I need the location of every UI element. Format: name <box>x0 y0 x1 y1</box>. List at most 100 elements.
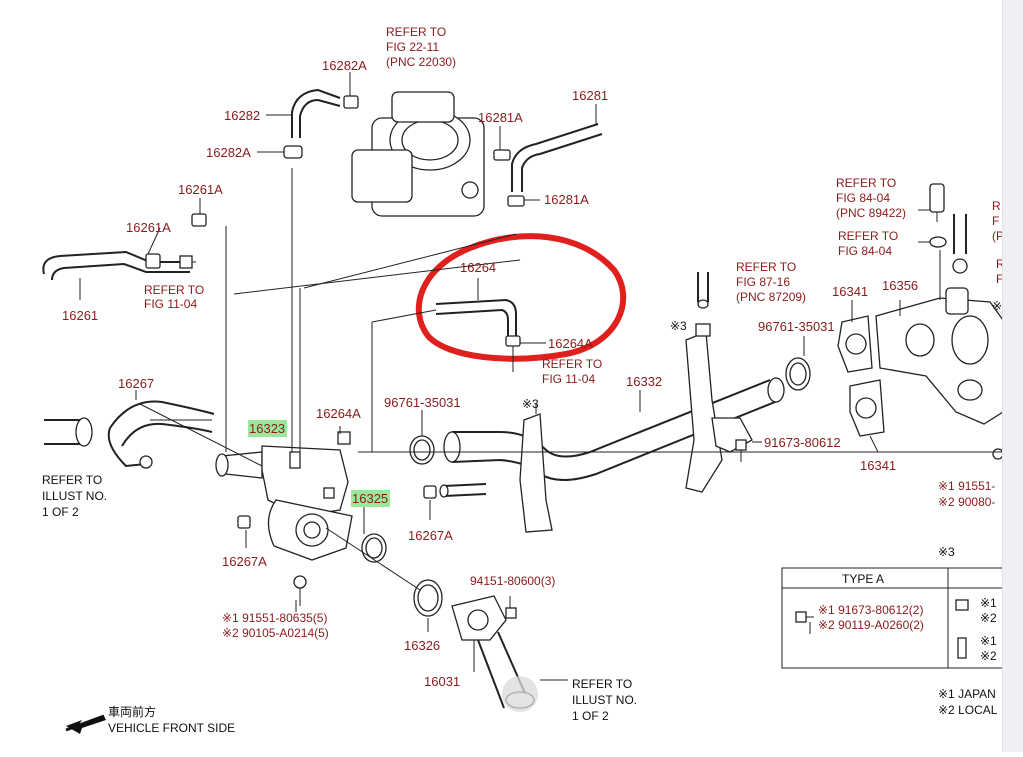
ref-right-cut-b-l1: R <box>996 257 1003 271</box>
pn-91551-left: ※1 91551-80635(5) <box>222 611 327 625</box>
water-outlet <box>215 431 353 561</box>
hose-16281 <box>511 123 599 192</box>
pn-16325: 16325 <box>352 491 388 506</box>
type-table-header: TYPE A <box>842 572 884 586</box>
clamp-16267A-left <box>237 515 251 529</box>
pn-16282: 16282 <box>224 108 260 123</box>
illust-bottom-l2: ILLUST NO. <box>572 693 637 707</box>
pn-16281A-top: 16281A <box>478 110 523 125</box>
bracket-3-upper <box>685 331 723 493</box>
ref-fig11-left-l2: FIG 11-04 <box>144 297 197 311</box>
pn-16341-top: 16341 <box>832 284 868 299</box>
pn-16323: 16323 <box>249 421 285 436</box>
pn-16261: 16261 <box>62 308 98 323</box>
ref-fig22-l1: REFER TO <box>386 25 446 39</box>
pipe-16332 <box>452 379 771 458</box>
pn-16332: 16332 <box>626 374 662 389</box>
pn-16261A-top: 16261A <box>178 182 223 197</box>
highlight-16325 <box>351 490 390 507</box>
ref-right-cut-a-l3: (P <box>992 229 1003 243</box>
ref-fig11-mid-l2: FIG 11-04 <box>542 372 595 386</box>
touch-indicator <box>502 676 538 712</box>
vehicle-front-en: VEHICLE FRONT SIDE <box>108 721 235 735</box>
housing-16356 <box>875 287 1004 425</box>
pn-16356: 16356 <box>882 278 918 293</box>
ref-right-cut-a-l1: R <box>992 199 1001 213</box>
pn-16341-bot: 16341 <box>860 458 896 473</box>
illust-left-l2: ILLUST NO. <box>42 489 107 503</box>
mark-3-b: ※3 <box>522 397 539 411</box>
type-table-right-c: ※1 <box>980 634 997 648</box>
pn-16264: 16264 <box>460 260 496 275</box>
pn-16281A-mid: 16281A <box>544 192 589 207</box>
red-annotation-circle <box>415 233 627 362</box>
illust-bottom-l1: REFER TO <box>572 677 632 691</box>
hose-16282 <box>291 88 341 138</box>
pn-16264A-low: 16264A <box>316 406 361 421</box>
reference-labels: REFER TO FIG 22-11 (PNC 22030) REFER TO … <box>144 25 1005 386</box>
pn-16282A-mid: 16282A <box>206 145 251 160</box>
leader-lines <box>79 72 1003 681</box>
ref-right-cut-b-l2: F <box>996 272 1003 286</box>
highlight-16323 <box>248 420 287 437</box>
type-table-row1b: ※2 90119-A0260(2) <box>818 618 924 632</box>
pn-16326: 16326 <box>404 638 440 653</box>
mark-3-a: ※3 <box>670 319 687 333</box>
type-a-table: ※3 TYPE A ※1 91673-80612(2) ※2 90119-A02… <box>781 545 1005 669</box>
pn-90105-left: ※2 90105-A0214(5) <box>222 626 329 640</box>
ref-right-cut-a-l2: F <box>992 214 999 228</box>
illust-bottom-l3: 1 OF 2 <box>572 709 609 723</box>
ref-fig11-left-l1: REFER TO <box>144 283 204 297</box>
clamp-16282A-top <box>343 95 359 109</box>
type-table-right-d: ※2 <box>980 649 997 663</box>
sensor-89422 <box>929 183 945 213</box>
ref-fig84-a-l1: REFER TO <box>836 176 896 190</box>
pn-94151: 94151-80600(3) <box>470 574 555 588</box>
ref-fig87-l1: REFER TO <box>736 260 796 274</box>
clamp-16267A-mid <box>423 485 437 499</box>
pn-90080-right: ※2 90080- <box>938 495 995 509</box>
pn-91551-right: ※1 91551- <box>938 479 995 493</box>
ref-fig87-l3: (PNC 87209) <box>736 290 806 304</box>
illust-left-l1: REFER TO <box>42 473 102 487</box>
note-local: ※2 LOCAL <box>938 703 998 717</box>
ref-fig84-a-l3: (PNC 89422) <box>836 206 906 220</box>
ref-fig84-b-l2: FIG 84-04 <box>838 244 892 258</box>
bracket-3-lower <box>519 413 553 533</box>
illust-left-l3: 1 OF 2 <box>42 505 79 519</box>
ref-fig11-mid-l1: REFER TO <box>542 357 602 371</box>
pn-16031: 16031 <box>424 674 460 689</box>
pn-16267: 16267 <box>118 376 154 391</box>
type-table-right-b: ※2 <box>980 611 997 625</box>
pn-96761-b: 96761-35031 <box>758 319 835 334</box>
clamp-16264A <box>505 335 521 347</box>
note-japan: ※1 JAPAN <box>938 687 996 701</box>
scrollbar[interactable] <box>1002 0 1023 752</box>
hose-16264 <box>435 298 517 340</box>
ref-fig22-l2: FIG 22-11 <box>386 40 439 54</box>
type-table-mark: ※3 <box>938 545 955 559</box>
ref-fig84-b-l1: REFER TO <box>838 229 898 243</box>
clamp-16282A-mid <box>283 145 303 159</box>
black-labels: REFER TO ILLUST NO. 1 OF 2 REFER TO ILLU… <box>42 473 998 735</box>
pn-16261A-mid: 16261A <box>126 220 171 235</box>
diagram-canvas: 16282A 16282 16282A 16281 16281A 16281A … <box>42 25 1009 735</box>
pn-16281: 16281 <box>572 88 608 103</box>
pn-91673: 91673-80612 <box>764 435 841 450</box>
hose-16267 <box>109 400 215 429</box>
pn-96761-a: 96761-35031 <box>384 395 461 410</box>
type-table-right-a: ※1 <box>980 596 997 610</box>
clamp-16281A <box>507 195 525 207</box>
hose-16261 <box>42 250 190 275</box>
ref-fig22-l3: (PNC 22030) <box>386 55 456 69</box>
pn-16267A-left: 16267A <box>222 554 267 569</box>
ref-fig87-l2: FIG 87-16 <box>736 275 790 289</box>
pn-16267A-mid: 16267A <box>408 528 453 543</box>
throttle-body <box>351 91 485 217</box>
ref-fig84-a-l2: FIG 84-04 <box>836 191 890 205</box>
type-table-row1a: ※1 91673-80612(2) <box>818 603 923 617</box>
vehicle-front-jp: 車両前方 <box>108 704 156 719</box>
pn-16264A-circled: 16264A <box>548 336 593 351</box>
part-number-labels: 16282A 16282 16282A 16281 16281A 16281A … <box>62 58 1009 689</box>
